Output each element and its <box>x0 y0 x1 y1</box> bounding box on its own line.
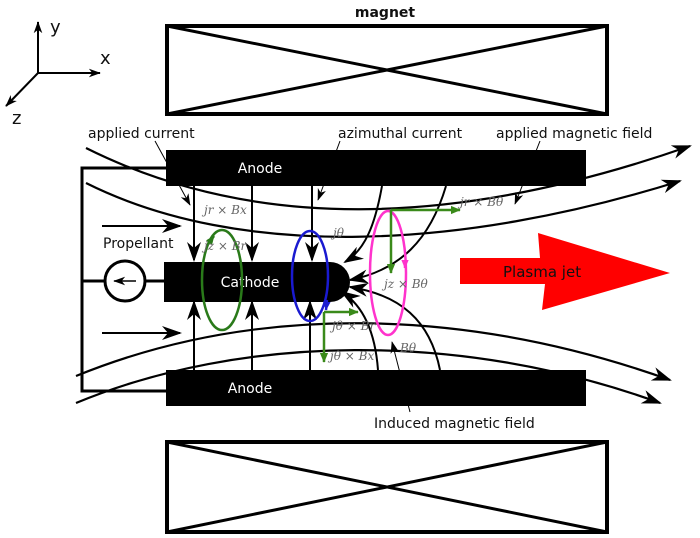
cathode: Cathode <box>164 262 350 302</box>
jtheta-x-br-label: jθ × Br <box>329 319 376 333</box>
propellant-arrows: Propellant <box>102 219 182 340</box>
y-axis-label: y <box>50 17 61 38</box>
plasma-jet-arrow <box>460 233 670 310</box>
radial-current-loop <box>200 228 244 332</box>
magnet-label: magnet <box>355 5 416 21</box>
applied-field-lines <box>75 144 692 405</box>
external-circuit <box>80 166 167 393</box>
azimuthal-current-label: azimuthal current <box>338 126 463 142</box>
z-axis-label: z <box>12 108 21 129</box>
plasma-jet-label: Plasma jet <box>503 263 581 281</box>
propellant-label: Propellant <box>103 236 174 252</box>
anode-bottom-label: Anode <box>228 381 273 397</box>
azimuthal-current-loop <box>290 229 330 323</box>
cathode-label: Cathode <box>221 275 280 291</box>
jr-x-btheta-label: jr × Bθ <box>457 195 504 209</box>
current-lines <box>187 185 447 371</box>
coordinate-axes: y x z <box>5 17 111 129</box>
j-theta-label: jθ <box>330 226 345 240</box>
induced-magnetic-field-label: Induced magnetic field <box>374 416 535 432</box>
anode-top: Anode <box>166 150 586 186</box>
magnet-top: magnet <box>165 5 609 116</box>
applied-magnetic-field-label: applied magnetic field <box>496 126 652 142</box>
plasma-jet: Plasma jet <box>460 233 670 310</box>
magnet-bottom <box>165 440 609 534</box>
applied-current-label: applied current <box>88 126 195 142</box>
x-axis-label: x <box>100 48 111 69</box>
annotation-leaders <box>154 140 541 413</box>
jr-x-bx-label: jr × Bx <box>201 203 247 217</box>
force-arrows <box>319 205 461 363</box>
induced-field-loop <box>368 209 408 337</box>
anode-bottom: Anode <box>166 370 586 406</box>
jz-x-btheta-label: jz × Bθ <box>381 277 429 291</box>
z-axis-arrow <box>5 72 39 107</box>
anode-top-label: Anode <box>238 161 283 177</box>
jtheta-x-bx-label: jθ × Bx <box>327 349 374 363</box>
b-theta-label: Bθ <box>399 341 417 355</box>
jz-x-br-label: jz × Br <box>201 239 248 253</box>
